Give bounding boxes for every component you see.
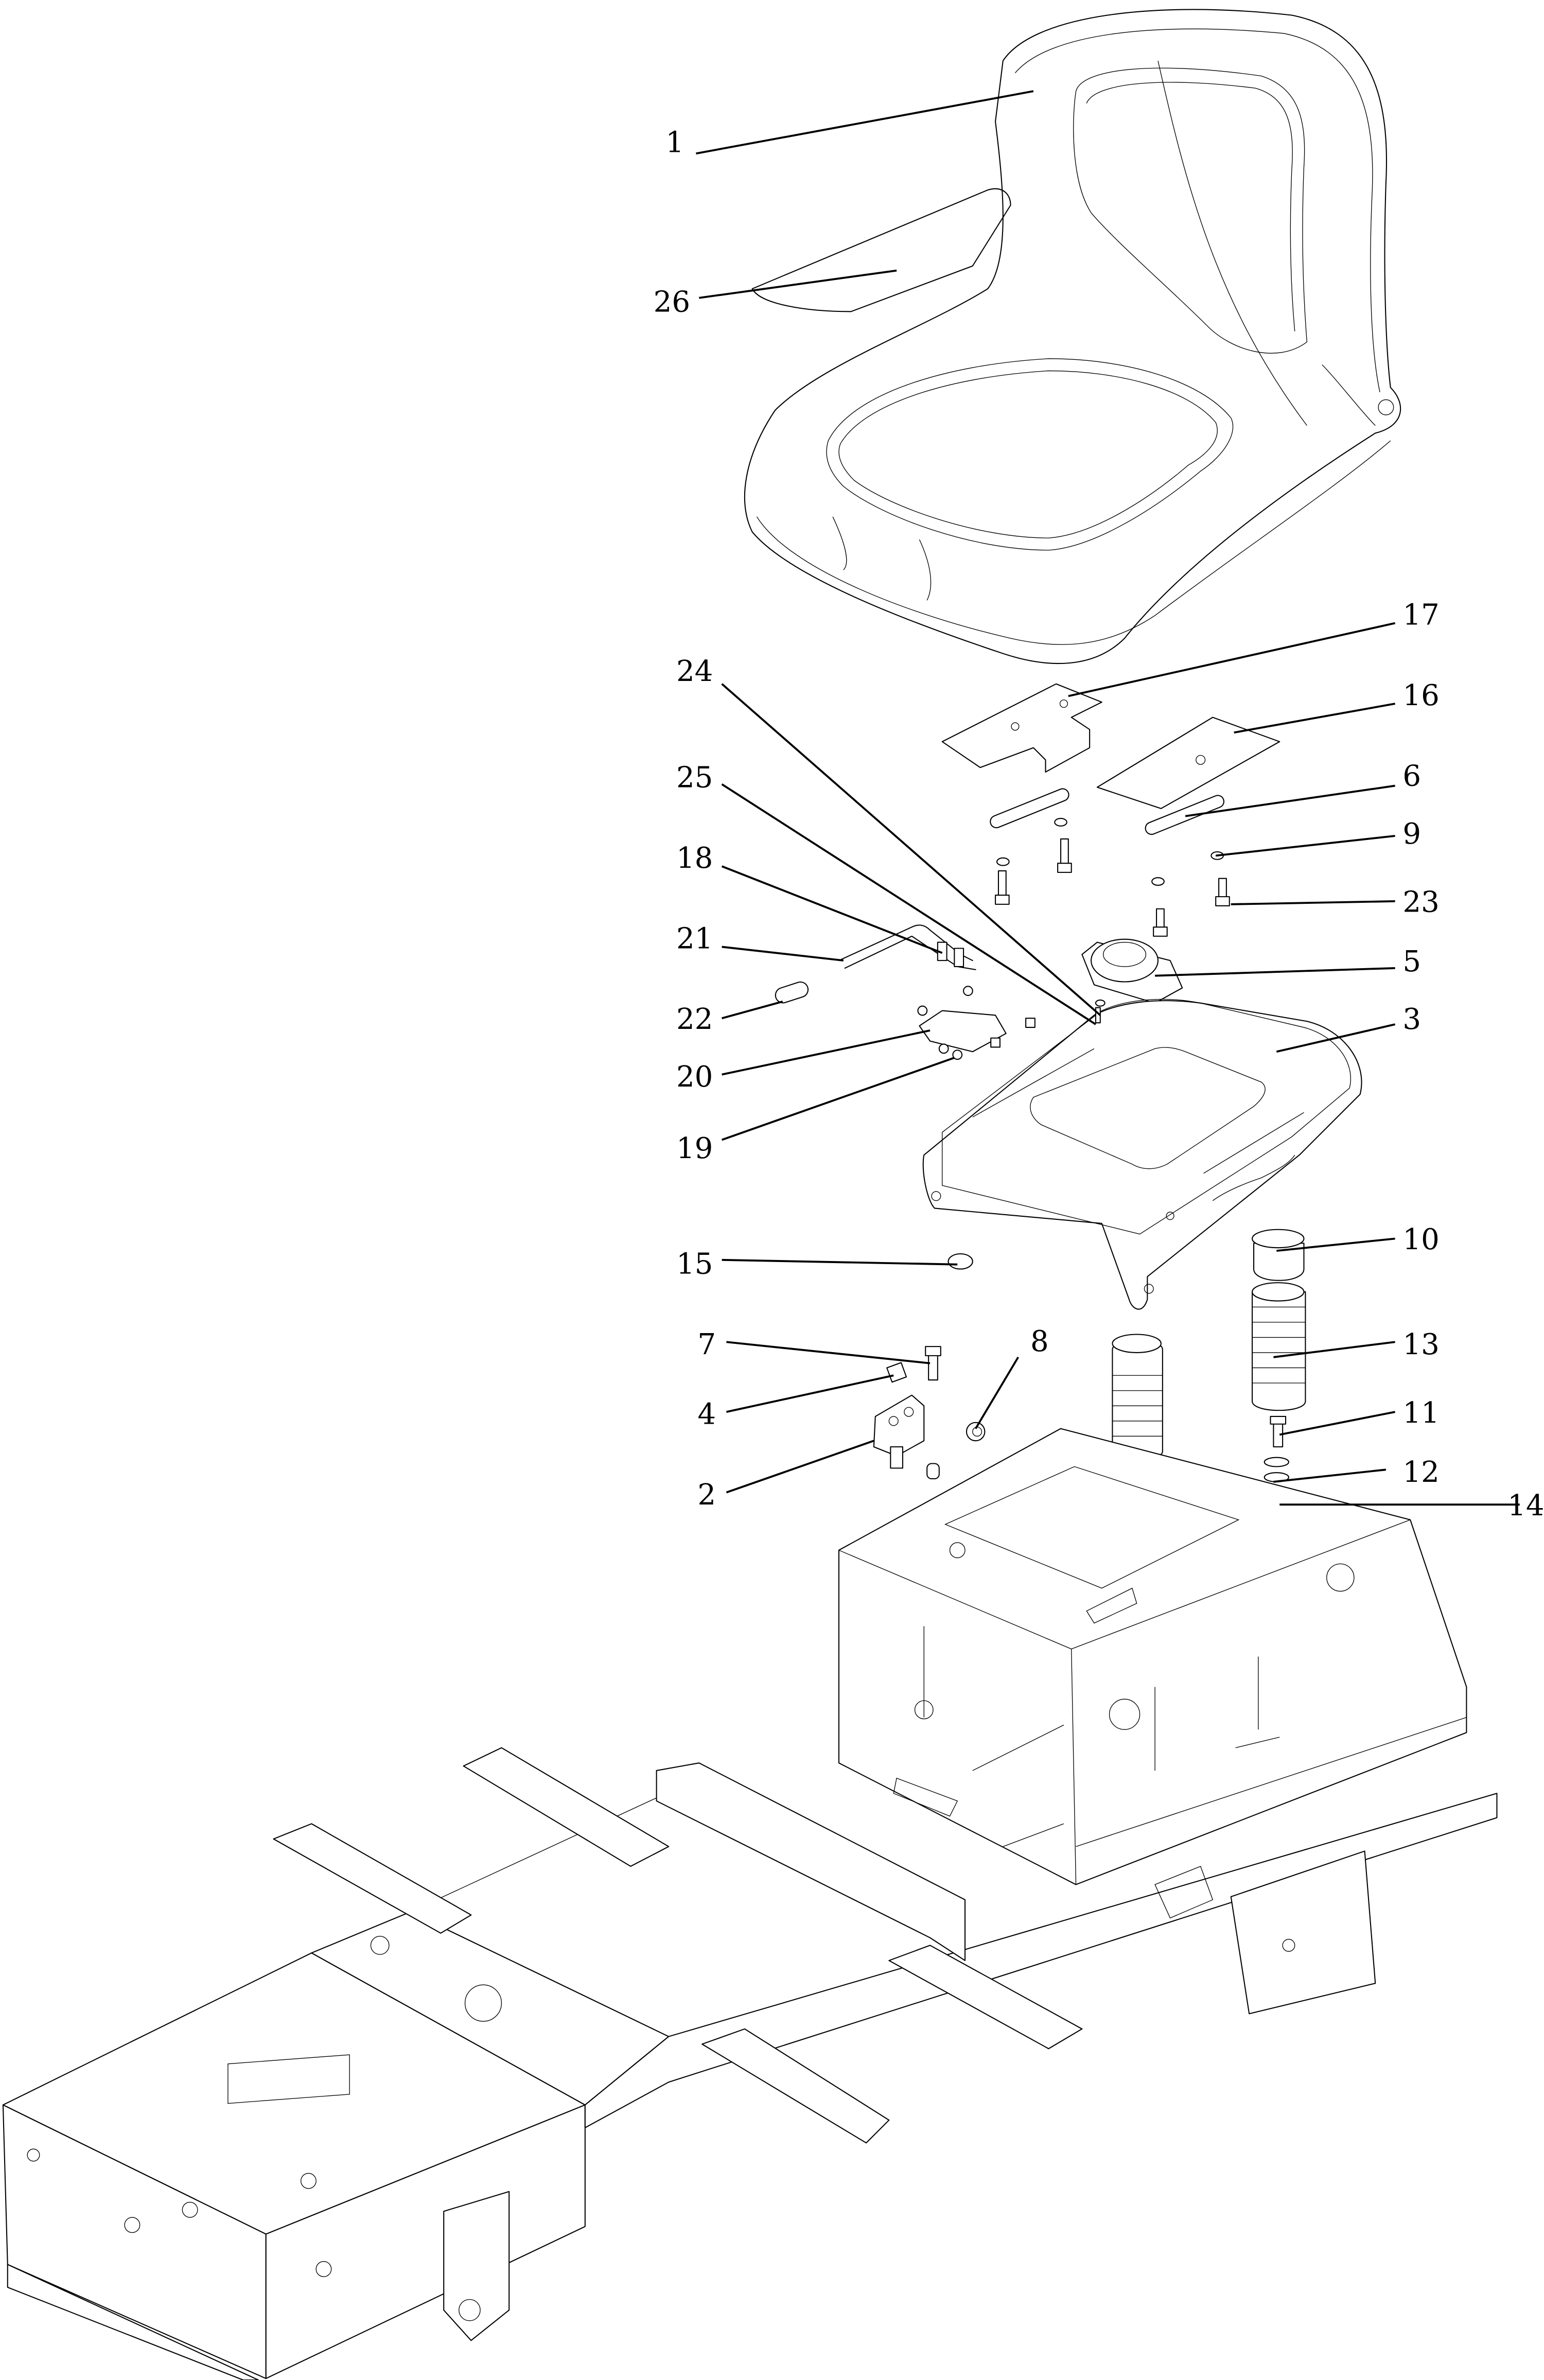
seat-lever-parts [775, 924, 1106, 1060]
leader-22 [722, 1001, 783, 1020]
callout-19: 19 [676, 1132, 713, 1165]
callout-labels: 1 26 17 16 6 9 23 5 3 24 25 18 21 22 20 … [654, 126, 1544, 1522]
callout-9: 9 [1402, 817, 1421, 851]
leader-17 [1068, 622, 1396, 697]
callout-26: 26 [654, 285, 690, 319]
switch-part-5 [1081, 938, 1183, 1004]
spring-assembly [1252, 1229, 1306, 1507]
leader-16 [1234, 703, 1395, 734]
frame-spring [1112, 1334, 1163, 1460]
frame-seat-tower [838, 1428, 1467, 1885]
callout-22: 22 [676, 1003, 713, 1036]
leader-2 [726, 1440, 874, 1494]
leader-15 [722, 1258, 958, 1266]
callout-3: 3 [1402, 1003, 1421, 1036]
seat [744, 9, 1401, 664]
seat-wedge-part-26 [751, 188, 1011, 312]
callout-24: 24 [676, 655, 713, 688]
leader-11 [1279, 1411, 1396, 1436]
callout-2: 2 [697, 1478, 716, 1512]
leader-5 [1155, 967, 1395, 977]
leader-6 [1185, 784, 1395, 817]
leader-24 [721, 683, 1101, 1016]
bracket-hardware-parts [873, 1346, 986, 1480]
callout-25: 25 [676, 761, 713, 795]
leader-26 [699, 269, 897, 299]
callout-21: 21 [676, 922, 713, 956]
callout-18: 18 [676, 842, 713, 875]
callout-6: 6 [1402, 760, 1421, 793]
callout-17: 17 [1402, 599, 1439, 632]
callout-16: 16 [1402, 679, 1439, 712]
plate-part-16 [1096, 716, 1280, 809]
leader-21 [722, 946, 844, 962]
leader-12 [1273, 1468, 1387, 1483]
callout-13: 13 [1402, 1328, 1439, 1361]
callout-7: 7 [697, 1328, 716, 1361]
callout-10: 10 [1402, 1223, 1439, 1256]
clip-part-15 [948, 1253, 973, 1270]
leader-9 [1215, 835, 1395, 857]
leader-7 [726, 1341, 931, 1364]
chassis-frame [2, 1724, 1498, 2380]
leader-19 [721, 1057, 955, 1141]
callout-8: 8 [1030, 1325, 1049, 1358]
link-part-6-left [990, 788, 1069, 829]
hardware-upper [995, 818, 1230, 937]
leader-23 [1231, 900, 1395, 905]
leader-13 [1273, 1341, 1395, 1358]
seat-plate-part-3 [922, 999, 1362, 1310]
leader-lines [696, 90, 1520, 1506]
leader-4 [726, 1374, 894, 1413]
leader-25 [721, 783, 1096, 1025]
leader-1 [696, 90, 1034, 155]
leader-8 [975, 1356, 1019, 1429]
callout-23: 23 [1402, 886, 1439, 919]
callout-20: 20 [676, 1060, 713, 1094]
leader-3 [1276, 1023, 1396, 1053]
callout-14: 14 [1507, 1489, 1544, 1522]
callout-11: 11 [1402, 1396, 1439, 1430]
callout-15: 15 [676, 1247, 713, 1281]
link-part-6-right [1145, 795, 1224, 835]
callout-4: 4 [697, 1398, 716, 1431]
bracket-part-17 [941, 683, 1102, 773]
callout-1: 1 [665, 126, 684, 159]
callout-5: 5 [1402, 945, 1421, 978]
leader-10 [1276, 1237, 1395, 1252]
callout-12: 12 [1402, 1456, 1439, 1489]
leader-20 [722, 1029, 931, 1076]
leader-18 [721, 865, 943, 954]
